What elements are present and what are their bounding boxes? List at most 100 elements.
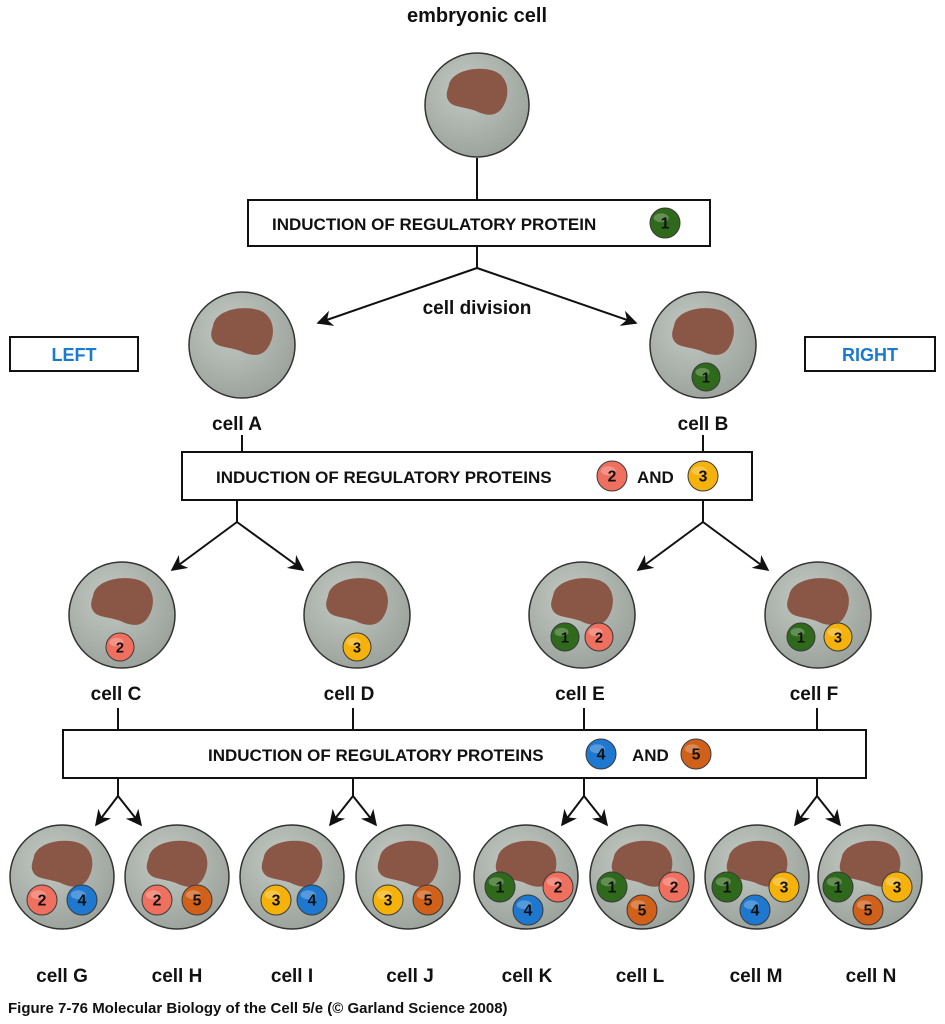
protein-3-icon: 3 [687, 460, 719, 492]
protein-2-icon: 2 [141, 884, 173, 916]
box-protein-dots: 1 2 3 4 5 [585, 207, 719, 770]
right-label: RIGHT [842, 345, 898, 365]
protein-2-icon: 2 [26, 884, 58, 916]
cell-l: 1 2 5 [589, 824, 695, 930]
nucleus [91, 578, 153, 625]
svg-text:2: 2 [116, 640, 124, 656]
connector-lines [95, 158, 841, 827]
induction-box-2-label: INDUCTION OF REGULATORY PROTEINS [216, 468, 552, 487]
label-cell-k: cell K [502, 966, 553, 987]
label-cell-i: cell I [271, 966, 313, 987]
label-cell-a: cell A [212, 414, 262, 435]
cell-b: 1 [649, 291, 757, 399]
svg-text:2: 2 [153, 893, 162, 910]
protein-3-icon: 3 [260, 884, 292, 916]
svg-text:1: 1 [702, 370, 710, 386]
label-cell-b: cell B [678, 414, 729, 435]
protein-3-icon: 3 [342, 632, 372, 662]
induction-box-1-label: INDUCTION OF REGULATORY PROTEIN [272, 215, 596, 234]
label-cell-f: cell F [790, 684, 839, 705]
protein-1-icon: 1 [484, 871, 516, 903]
protein-2-icon: 2 [105, 632, 135, 662]
protein-1-icon: 1 [691, 362, 721, 392]
svg-text:2: 2 [554, 880, 563, 897]
svg-text:5: 5 [864, 903, 873, 920]
nucleus [551, 578, 613, 625]
svg-text:2: 2 [670, 880, 679, 897]
protein-5-icon: 5 [181, 884, 213, 916]
svg-text:1: 1 [834, 880, 843, 897]
protein-4-icon: 4 [512, 894, 544, 926]
svg-text:5: 5 [638, 903, 647, 920]
svg-text:1: 1 [608, 880, 617, 897]
left-label: LEFT [52, 345, 97, 365]
protein-2-icon: 2 [542, 871, 574, 903]
svg-text:3: 3 [272, 893, 281, 910]
svg-text:3: 3 [893, 880, 902, 897]
svg-text:2: 2 [38, 893, 47, 910]
cell-division-label: cell division [423, 298, 532, 319]
label-cell-n: cell N [846, 966, 897, 987]
protein-4-icon: 4 [585, 738, 617, 770]
svg-text:4: 4 [751, 903, 760, 920]
induction-box-3-and: AND [632, 746, 669, 765]
cell-embryonic [424, 52, 530, 158]
protein-2-icon: 2 [584, 622, 614, 652]
figure-caption: Figure 7-76 Molecular Biology of the Cel… [8, 1000, 508, 1017]
left-box [9, 336, 139, 372]
protein-1-icon: 1 [711, 871, 743, 903]
cell-a [188, 291, 296, 399]
svg-text:3: 3 [353, 640, 361, 656]
svg-text:4: 4 [308, 893, 317, 910]
svg-text:2: 2 [595, 630, 603, 646]
right-box [804, 336, 936, 372]
svg-text:1: 1 [496, 880, 505, 897]
protein-3-icon: 3 [768, 871, 800, 903]
nucleus [495, 840, 557, 887]
protein-5-icon: 5 [626, 894, 658, 926]
svg-text:1: 1 [561, 630, 569, 646]
svg-text:3: 3 [699, 469, 708, 486]
svg-text:3: 3 [780, 880, 789, 897]
svg-text:1: 1 [797, 630, 805, 646]
protein-1-icon: 1 [550, 622, 580, 652]
cell-n: 1 3 5 [817, 824, 923, 930]
svg-text:2: 2 [608, 469, 617, 486]
induction-box-2-and: AND [637, 468, 674, 487]
cell-d: 3 [303, 561, 411, 669]
protein-1-icon: 1 [596, 871, 628, 903]
protein-3-icon: 3 [823, 622, 853, 652]
label-cell-e: cell E [555, 684, 605, 705]
protein-2-icon: 2 [596, 460, 628, 492]
nucleus [611, 840, 673, 887]
svg-text:1: 1 [661, 216, 670, 233]
nucleus [261, 840, 323, 887]
svg-text:3: 3 [384, 893, 393, 910]
protein-3-icon: 3 [881, 871, 913, 903]
nucleus [31, 840, 93, 887]
cell-c: 2 [68, 561, 176, 669]
nucleus [211, 308, 273, 355]
protein-1-icon: 1 [822, 871, 854, 903]
protein-5-icon: 5 [680, 738, 712, 770]
protein-5-icon: 5 [852, 894, 884, 926]
svg-text:4: 4 [524, 903, 533, 920]
svg-text:3: 3 [834, 630, 842, 646]
nucleus [672, 308, 734, 355]
nucleus [446, 68, 508, 115]
label-cell-c: cell C [91, 684, 142, 705]
nucleus [839, 840, 901, 887]
protein-4-icon: 4 [296, 884, 328, 916]
svg-text:4: 4 [78, 893, 87, 910]
title-embryonic-cell: embryonic cell [407, 5, 547, 27]
label-cell-m: cell M [730, 966, 783, 987]
nucleus [377, 840, 439, 887]
nucleus [726, 840, 788, 887]
protein-1-icon: 1 [786, 622, 816, 652]
